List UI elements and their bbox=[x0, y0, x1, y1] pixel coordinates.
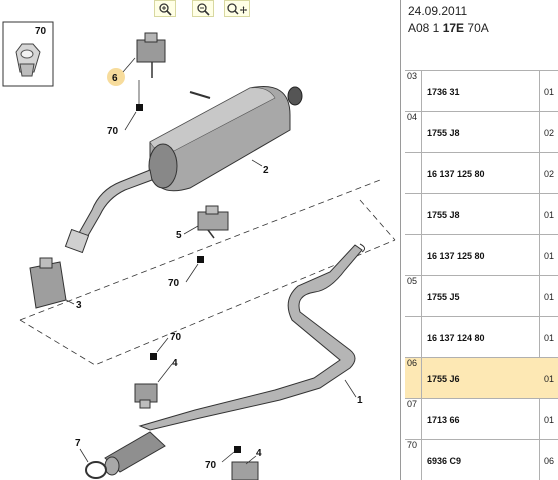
callout-3: 3 bbox=[76, 300, 82, 311]
parts-row-index bbox=[405, 317, 422, 357]
parts-row-reference: 1755 J8 bbox=[427, 128, 460, 138]
rubber-hanger-4a bbox=[134, 383, 158, 409]
bolt-marker bbox=[136, 104, 143, 111]
parts-row[interactable]: 06 1755 J6 01 bbox=[405, 357, 558, 398]
document-date: 24.09.2011 bbox=[408, 4, 468, 18]
inset-callout: 70 bbox=[35, 26, 47, 37]
bolt-marker bbox=[150, 353, 157, 360]
zoom-move-icon bbox=[227, 2, 247, 15]
parts-row-reference: 1713 66 bbox=[427, 415, 460, 425]
parts-row-quantity: 01 bbox=[544, 415, 555, 425]
bolt-marker bbox=[234, 446, 241, 453]
callout-7: 7 bbox=[75, 438, 81, 449]
rear-muffler-2 bbox=[148, 86, 303, 192]
callout-70a: 70 bbox=[107, 126, 119, 137]
parts-row-quantity: 02 bbox=[544, 128, 555, 138]
parts-row-reference: 1736 31 bbox=[427, 87, 460, 97]
parts-row-reference: 16 137 125 80 bbox=[427, 251, 485, 261]
zoom-in-icon bbox=[159, 2, 172, 16]
parts-table: 03 1736 31 01 04 1755 J8 02 16 137 125 80 02 175… bbox=[405, 70, 558, 480]
callout-5: 5 bbox=[176, 230, 182, 241]
parts-row-reference: 1755 J8 bbox=[427, 210, 460, 220]
parts-row[interactable]: 1755 J8 01 bbox=[405, 193, 558, 234]
zoom-move-button[interactable] bbox=[224, 0, 250, 17]
rubber-hanger-6 bbox=[136, 32, 166, 78]
parts-row-index bbox=[405, 194, 422, 234]
callout-1: 1 bbox=[357, 395, 363, 406]
parts-row-index: 05 bbox=[405, 276, 422, 316]
parts-row-quantity: 01 bbox=[544, 87, 555, 97]
zoom-toolbar bbox=[152, 0, 262, 18]
parts-row-index: 70 bbox=[405, 440, 422, 480]
parts-row-index bbox=[405, 153, 422, 193]
parts-row[interactable]: 70 6936 C9 06 bbox=[405, 439, 558, 480]
inset-nut-70: 70 bbox=[2, 21, 54, 87]
parts-row[interactable]: 04 1755 J8 02 bbox=[405, 111, 558, 152]
zoom-out-icon bbox=[197, 2, 210, 16]
parts-row-quantity: 01 bbox=[544, 374, 555, 384]
rubber-hanger-5 bbox=[197, 205, 229, 239]
callout-4a: 4 bbox=[172, 358, 178, 369]
exhaust-exploded-diagram: 70 6 70 2 5 70 3 bbox=[2, 21, 396, 480]
parts-row-reference: 16 137 124 80 bbox=[427, 333, 485, 343]
parts-row-quantity: 01 bbox=[544, 292, 555, 302]
parts-row[interactable]: 16 137 125 80 02 bbox=[405, 152, 558, 193]
zoom-out-button[interactable] bbox=[192, 0, 214, 17]
parts-row[interactable]: 16 137 124 80 01 bbox=[405, 316, 558, 357]
parts-row-reference: 6936 C9 bbox=[427, 456, 462, 466]
callout-2: 2 bbox=[263, 165, 269, 176]
zoom-in-button[interactable] bbox=[154, 0, 176, 17]
parts-row-index: 03 bbox=[405, 71, 422, 111]
parts-row[interactable]: 03 1736 31 01 bbox=[405, 70, 558, 111]
parts-row-quantity: 06 bbox=[544, 456, 555, 466]
parts-row-quantity: 01 bbox=[544, 251, 555, 261]
rubber-hanger-4b bbox=[231, 461, 259, 480]
panel-divider bbox=[400, 0, 401, 480]
rubber-hanger-3 bbox=[29, 257, 67, 309]
parts-row-index: 07 bbox=[405, 399, 422, 439]
parts-row-index: 04 bbox=[405, 112, 422, 152]
callout-6-highlight bbox=[107, 68, 125, 86]
parts-row[interactable]: 16 137 125 80 01 bbox=[405, 234, 558, 275]
callout-70b: 70 bbox=[168, 278, 180, 289]
callout-70d: 70 bbox=[205, 460, 217, 471]
catalytic-converter bbox=[104, 431, 166, 476]
parts-row-reference: 1755 J5 bbox=[427, 292, 460, 302]
callout-70c: 70 bbox=[170, 332, 182, 343]
parts-row-quantity: 02 bbox=[544, 169, 555, 179]
bolt-marker bbox=[197, 256, 204, 263]
callout-6: 6 bbox=[112, 73, 118, 84]
callout-4b: 4 bbox=[256, 448, 262, 459]
document-reference: A08 1 17E 70A bbox=[408, 21, 489, 35]
parts-row[interactable]: 05 1755 J5 01 bbox=[405, 275, 558, 316]
parts-row[interactable]: 07 1713 66 01 bbox=[405, 398, 558, 439]
parts-row-reference: 1755 J6 bbox=[427, 374, 460, 384]
parts-row-index bbox=[405, 235, 422, 275]
clamp-ring-7 bbox=[85, 461, 107, 479]
parts-row-reference: 16 137 125 80 bbox=[427, 169, 485, 179]
parts-row-quantity: 01 bbox=[544, 210, 555, 220]
parts-row-index: 06 bbox=[405, 358, 422, 398]
parts-row-quantity: 01 bbox=[544, 333, 555, 343]
intermediate-pipe-1 bbox=[138, 243, 366, 431]
